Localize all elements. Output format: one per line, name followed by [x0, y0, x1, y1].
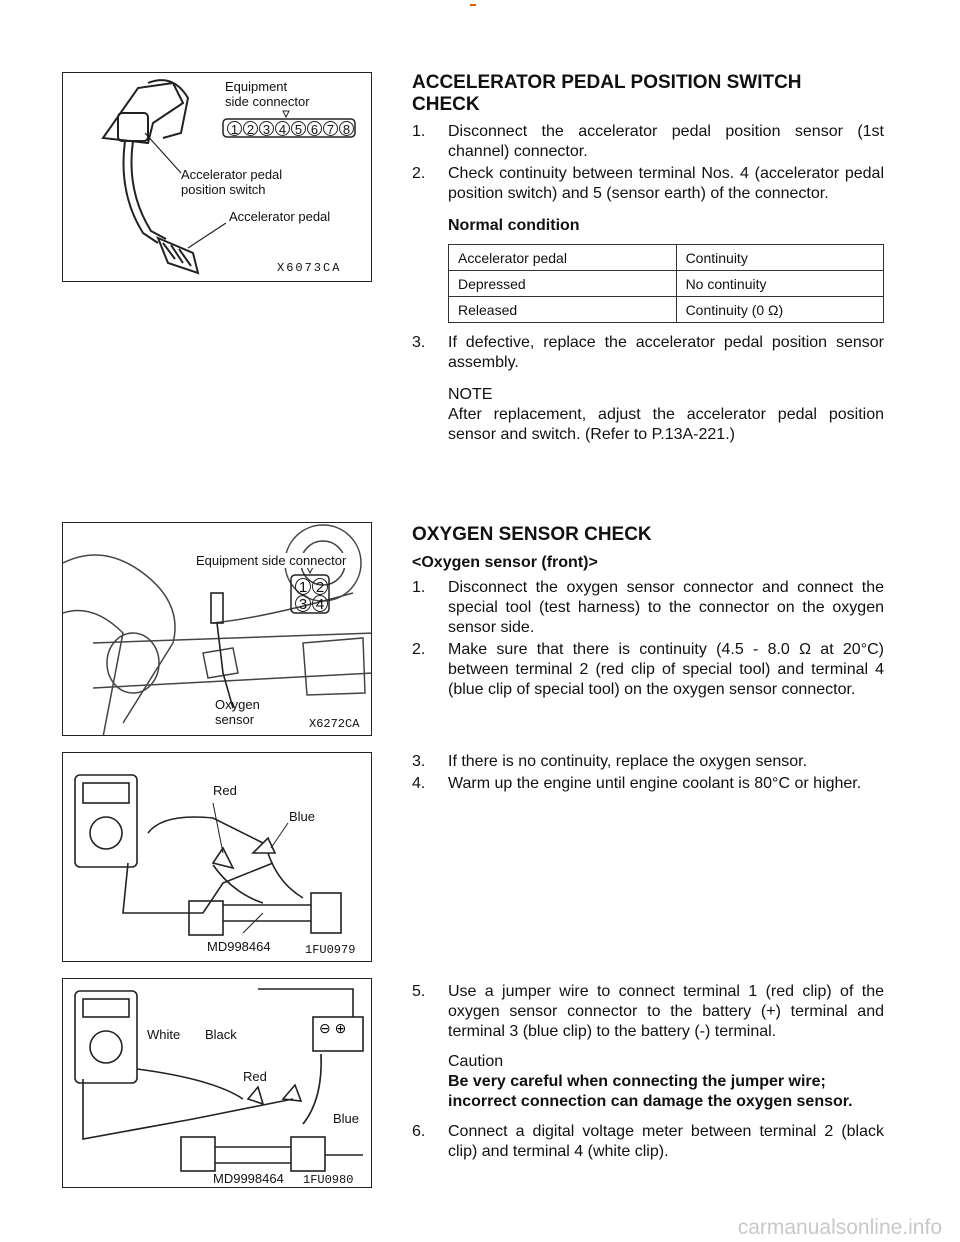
- table-cell: No continuity: [675, 270, 885, 297]
- svg-text:⊖ ⊕: ⊖ ⊕: [319, 1020, 346, 1036]
- step: 5. Use a jumper wire to connect terminal …: [412, 982, 884, 1042]
- label-accelerator-pedal: Accelerator pedal: [229, 209, 331, 224]
- label-special-tool: MD998464: [207, 939, 271, 954]
- label-equipment-side-connector: Equipment side connector: [196, 553, 347, 568]
- step-text: If there is no continuity, replace the o…: [448, 753, 808, 770]
- table-cell: Depressed: [448, 270, 677, 297]
- table-cell: Continuity (0 Ω): [675, 296, 885, 323]
- step-text: Check continuity between terminal Nos. 4…: [448, 165, 884, 202]
- step-number: 1.: [412, 123, 426, 140]
- label-white-clip: White: [147, 1027, 181, 1042]
- pin-number: 7: [323, 121, 338, 137]
- step-number: 3.: [412, 753, 426, 770]
- step-text: Make sure that there is continuity (4.5 …: [448, 641, 884, 698]
- table-cell: Accelerator pedal: [448, 244, 677, 271]
- watermark: carmanualsonline.info: [737, 1216, 942, 1239]
- step: 3. If defective, replace the accelerator …: [412, 333, 884, 373]
- pin-number: 1: [227, 121, 242, 137]
- figure-code: 1FU0979: [305, 943, 356, 957]
- test-harness-illustration: [74, 774, 342, 936]
- step-number: 5.: [412, 983, 426, 1000]
- pin-number: 1: [295, 578, 311, 596]
- caution-text: Be very careful when connecting the jump…: [448, 1073, 853, 1110]
- figure-test-harness-ohmmeter: Red Blue MD998464 1FU0979: [62, 752, 372, 962]
- title-line-2: CHECK: [412, 94, 480, 115]
- pin-number: 2: [243, 121, 258, 137]
- label-blue-clip: Blue: [333, 1111, 360, 1126]
- section-subtitle: <Oxygen sensor (front)>: [412, 554, 598, 571]
- pin-number: 6: [307, 121, 322, 137]
- steps-list: 1. Disconnect the accelerator pedal posit…: [412, 122, 884, 204]
- step-text: If defective, replace the accelerator pe…: [448, 334, 884, 371]
- step-number: 2.: [412, 641, 426, 658]
- steps-group-c: 5. Use a jumper wire to connect terminal …: [412, 982, 884, 1162]
- label-red-clip: Red: [213, 783, 237, 798]
- steps-group-b: 3. If there is no continuity, replace the…: [412, 752, 884, 794]
- pin-number: 4: [312, 595, 328, 613]
- step-number: 2.: [412, 165, 426, 182]
- caution-label: Caution: [448, 1053, 504, 1070]
- figure-code: X6272CA: [309, 717, 360, 731]
- figure-voltmeter-battery: ⊖ ⊕ White Black Red Blue MD9998464 1FU09…: [62, 978, 372, 1188]
- step: 3. If there is no continuity, replace the…: [412, 752, 884, 772]
- step: 2. Make sure that there is continuity (4.…: [412, 640, 884, 700]
- pin-number: 5: [291, 121, 306, 137]
- step: 6. Connect a digital voltage meter betwee…: [412, 1122, 884, 1162]
- accelerator-pedal-illustration: [101, 79, 356, 275]
- note-label: NOTE: [448, 386, 493, 403]
- step-text: Connect a digital voltage meter between …: [448, 1123, 884, 1160]
- step-text: Disconnect the accelerator pedal positio…: [448, 123, 884, 160]
- normal-condition-label: Normal condition: [448, 217, 580, 234]
- pin-number: 3: [295, 595, 311, 613]
- connector-pins: [222, 118, 356, 138]
- label-special-tool: MD9998464: [213, 1171, 284, 1186]
- section-title: OXYGEN SENSOR CHECK: [412, 524, 652, 545]
- pin-number: 4: [275, 121, 290, 137]
- title-line-1: ACCELERATOR PEDAL POSITION SWITCH: [412, 72, 802, 93]
- label-blue-clip: Blue: [289, 809, 316, 824]
- step: 4. Warm up the engine until engine coolan…: [412, 774, 884, 794]
- label-accelerator-pedal-position-switch: Accelerator pedal position switch: [181, 167, 283, 197]
- voltmeter-battery-illustration: ⊖ ⊕: [74, 988, 364, 1172]
- step-text: Disconnect the oxygen sensor connector a…: [448, 579, 884, 636]
- step-number: 4.: [412, 775, 426, 792]
- label-black-clip: Black: [205, 1027, 237, 1042]
- step-number: 3.: [412, 334, 426, 351]
- section-oxygen-sensor-check: OXYGEN SENSOR CHECK <Oxygen sensor (fron…: [412, 524, 884, 700]
- pin-number: 2: [312, 578, 328, 596]
- table-cell: Continuity: [675, 244, 885, 271]
- label-oxygen-sensor: Oxygen sensor: [215, 697, 260, 727]
- table-cell: Released: [448, 296, 677, 323]
- step-text: Warm up the engine until engine coolant …: [448, 775, 862, 792]
- label-equipment-side-connector: Equipment side connector: [225, 79, 310, 109]
- header-mark: [470, 4, 476, 6]
- note-text: After replacement, adjust the accelerato…: [448, 406, 884, 443]
- step-text: Use a jumper wire to connect terminal 1 …: [448, 983, 884, 1040]
- figure-code: X6073CA: [277, 261, 342, 275]
- step: 2. Check continuity between terminal Nos.…: [412, 164, 884, 204]
- pin-number: 8: [339, 121, 354, 137]
- step-number: 6.: [412, 1123, 426, 1140]
- pin-number: 3: [259, 121, 274, 137]
- step: 1. Disconnect the accelerator pedal posit…: [412, 122, 884, 162]
- step: 1. Disconnect the oxygen sensor connector…: [412, 578, 884, 638]
- label-red-clip: Red: [243, 1069, 267, 1084]
- step-number: 1.: [412, 579, 426, 596]
- figure-code: 1FU0980: [303, 1173, 354, 1187]
